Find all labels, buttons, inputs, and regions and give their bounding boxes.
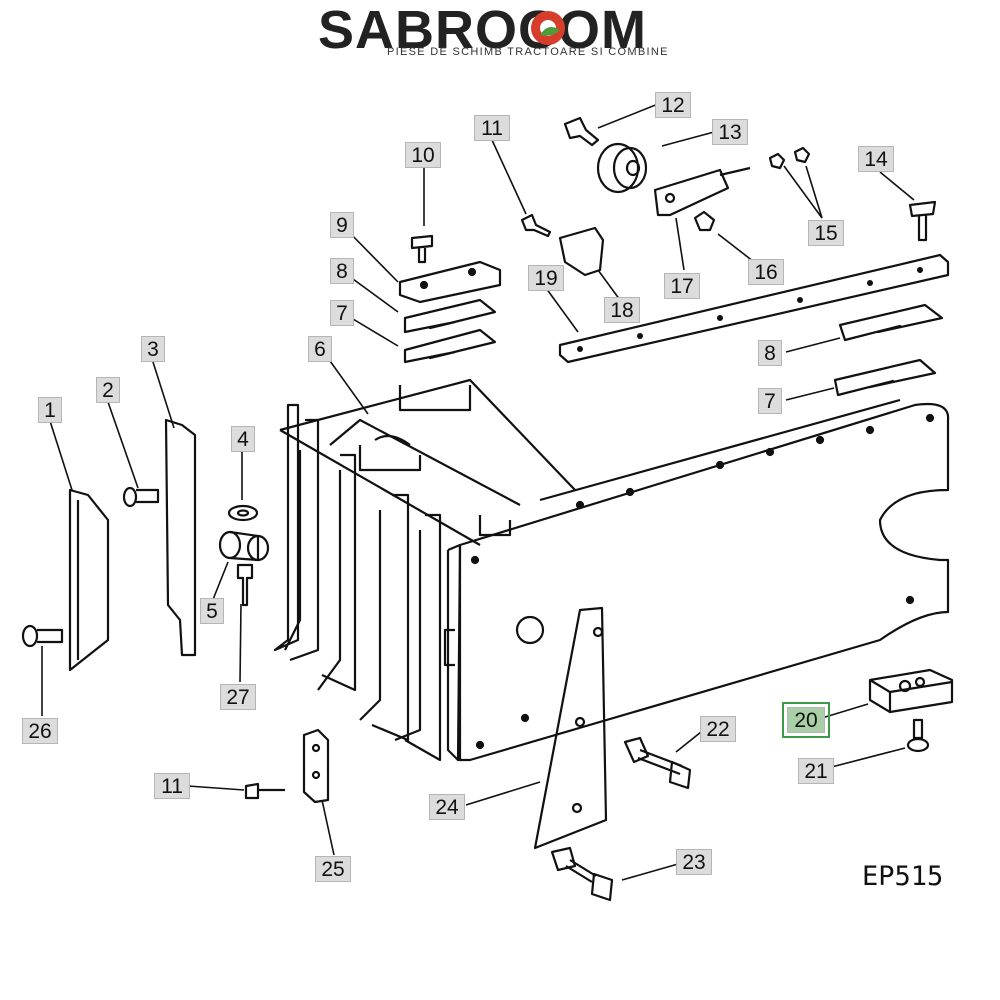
divider-plates [273, 385, 512, 762]
leader-lines [41, 103, 915, 881]
part-label-8-right[interactable]: 8 [758, 340, 782, 366]
washer-part-4 [227, 504, 259, 522]
nuts-part-15 [768, 146, 811, 170]
part-label-24[interactable]: 24 [429, 794, 465, 820]
part-label-7-left[interactable]: 7 [330, 300, 354, 326]
bracket-part-17 [653, 168, 730, 217]
bolt-part-12 [563, 116, 600, 147]
part-label-3[interactable]: 3 [141, 336, 165, 362]
plate-part-24 [533, 606, 608, 850]
part-label-5[interactable]: 5 [200, 598, 224, 624]
shim-part-8-left [403, 298, 497, 334]
diagram-code: EP515 [862, 861, 944, 892]
screw-part-2 [122, 486, 160, 508]
part-label-20-selected[interactable]: 20 [782, 702, 830, 738]
clip-part-18 [558, 226, 605, 277]
shim-part-7-right [833, 358, 937, 397]
screw-part-11-bottom [244, 782, 285, 800]
part-label-11-top[interactable]: 11 [474, 115, 510, 141]
shim-part-8-right [838, 303, 944, 342]
plate-part-9 [398, 260, 502, 304]
part-label-9[interactable]: 9 [330, 212, 354, 238]
screw-part-14 [908, 200, 937, 242]
bar-part-19 [558, 253, 950, 364]
part-label-17[interactable]: 17 [664, 273, 700, 299]
bearing-part-13 [596, 142, 648, 194]
screw-part-10 [410, 234, 434, 264]
part-label-14[interactable]: 14 [858, 146, 894, 172]
part-label-8-left[interactable]: 8 [330, 258, 354, 284]
part-label-19[interactable]: 19 [528, 265, 564, 291]
plate-part-1 [68, 488, 110, 672]
bolt-part-22 [623, 736, 692, 790]
nut-part-16 [693, 210, 716, 232]
part-label-22[interactable]: 22 [700, 716, 736, 742]
block-part-20 [868, 668, 954, 714]
brand-name: SABROCOM [318, 0, 647, 60]
bearing-part-5 [218, 530, 270, 562]
part-label-16[interactable]: 16 [748, 259, 784, 285]
shim-part-7-left [403, 328, 497, 364]
strip-part-3 [164, 418, 197, 657]
part-label-25[interactable]: 25 [315, 856, 351, 882]
part-label-4[interactable]: 4 [231, 426, 255, 452]
part-label-13[interactable]: 13 [712, 119, 748, 145]
bracket-part-25 [302, 728, 330, 804]
part-label-6[interactable]: 6 [308, 336, 332, 362]
brand-tagline: PIESE DE SCHIMB TRACTOARE SI COMBINE [387, 46, 669, 58]
part-label-27[interactable]: 27 [220, 684, 256, 710]
screw-part-21 [906, 718, 930, 753]
part-label-26[interactable]: 26 [22, 718, 58, 744]
part-label-23[interactable]: 23 [676, 849, 712, 875]
part-label-18[interactable]: 18 [604, 297, 640, 323]
main-frame-part-6 [279, 378, 950, 762]
part-label-11-bottom[interactable]: 11 [154, 773, 190, 799]
part-label-21[interactable]: 21 [798, 758, 834, 784]
gear-logo-icon [531, 11, 565, 45]
bolt-part-11-top [520, 213, 552, 238]
part-label-2[interactable]: 2 [96, 377, 120, 403]
bolt-part-26 [21, 624, 64, 648]
part-label-12[interactable]: 12 [655, 92, 691, 118]
bolt-part-27 [236, 563, 254, 607]
part-label-10[interactable]: 10 [405, 142, 441, 168]
bolt-part-23 [550, 846, 614, 902]
part-label-15[interactable]: 15 [808, 220, 844, 246]
part-label-1[interactable]: 1 [38, 397, 62, 423]
part-label-7-right[interactable]: 7 [758, 388, 782, 414]
